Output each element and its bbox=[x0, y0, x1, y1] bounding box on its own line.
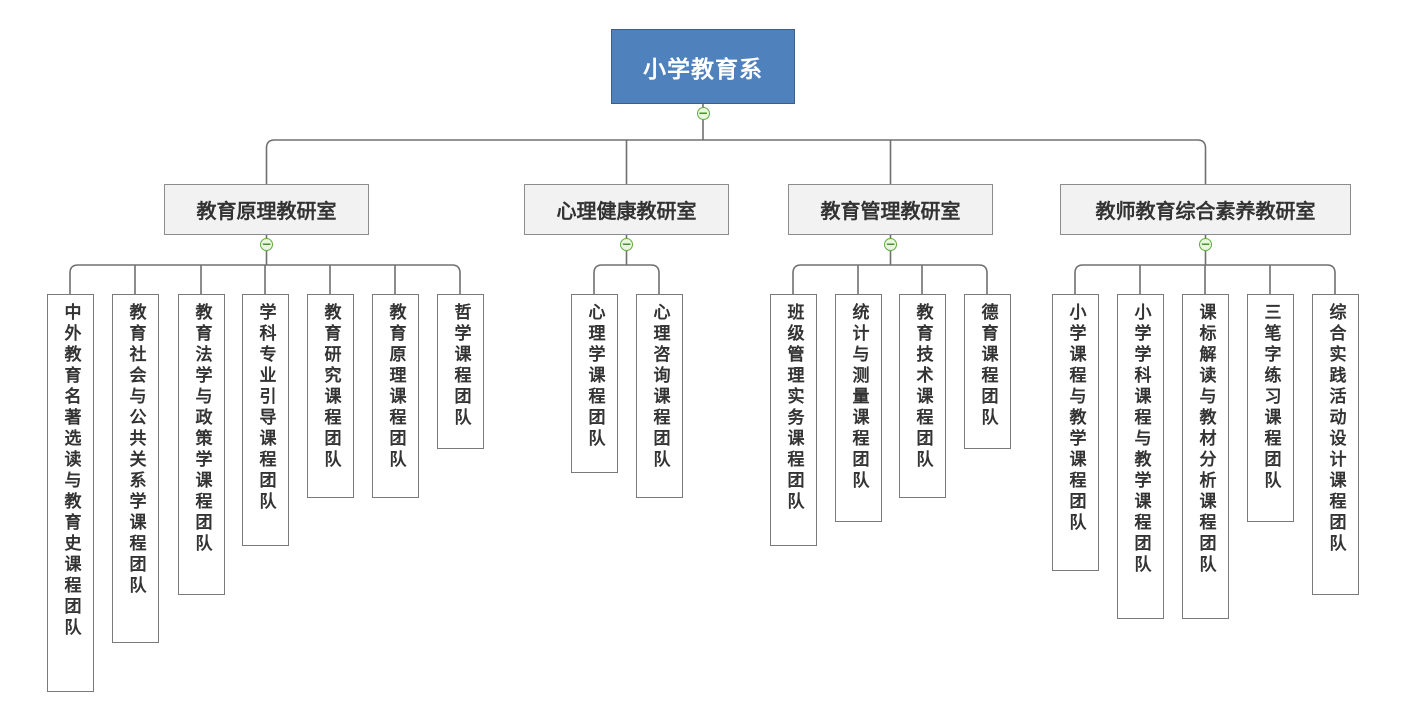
connector-line bbox=[265, 139, 1207, 184]
team-node[interactable]: 教育原理课程团队 bbox=[371, 294, 419, 498]
team-node[interactable]: 中外教育名著选读与教育史课程团队 bbox=[46, 294, 94, 692]
team-node[interactable]: 德育课程团队 bbox=[963, 294, 1011, 449]
team-node[interactable]: 学科专业引导课程团队 bbox=[241, 294, 289, 546]
team-node[interactable]: 哲学课程团队 bbox=[436, 294, 484, 449]
root-collapse-icon[interactable]: − bbox=[696, 105, 710, 120]
team-node[interactable]: 教育技术课程团队 bbox=[898, 294, 946, 498]
connector-line bbox=[593, 264, 660, 294]
team-node[interactable]: 心理学课程团队 bbox=[570, 294, 618, 473]
connector-line bbox=[792, 264, 988, 294]
branch-collapse-icon[interactable]: − bbox=[260, 236, 273, 251]
branch-node[interactable]: 心理健康教研室 bbox=[524, 184, 729, 235]
branch-collapse-icon[interactable]: − bbox=[620, 236, 633, 251]
team-node[interactable]: 教育研究课程团队 bbox=[306, 294, 354, 498]
team-node[interactable]: 教育社会与公共关系学课程团队 bbox=[111, 294, 159, 643]
branch-collapse-icon[interactable]: − bbox=[1199, 236, 1212, 251]
team-node[interactable]: 小学学科课程与教学课程团队 bbox=[1116, 294, 1164, 619]
branch-node[interactable]: 教育原理教研室 bbox=[164, 184, 369, 235]
branch-collapse-icon[interactable]: − bbox=[884, 236, 897, 251]
team-node[interactable]: 课标解读与教材分析课程团队 bbox=[1181, 294, 1229, 619]
branch-node[interactable]: 教师教育综合素养教研室 bbox=[1060, 184, 1351, 235]
team-node[interactable]: 小学课程与教学课程团队 bbox=[1051, 294, 1099, 571]
team-node[interactable]: 三笔字练习课程团队 bbox=[1246, 294, 1294, 522]
branch-node[interactable]: 教育管理教研室 bbox=[788, 184, 993, 235]
root-node[interactable]: 小学教育系 bbox=[611, 29, 795, 104]
team-node[interactable]: 心理咨询课程团队 bbox=[635, 294, 683, 498]
team-node[interactable]: 教育法学与政策学课程团队 bbox=[177, 294, 225, 595]
team-node[interactable]: 班级管理实务课程团队 bbox=[769, 294, 817, 546]
team-node[interactable]: 综合实践活动设计课程团队 bbox=[1311, 294, 1359, 595]
team-node[interactable]: 统计与测量课程团队 bbox=[834, 294, 882, 522]
